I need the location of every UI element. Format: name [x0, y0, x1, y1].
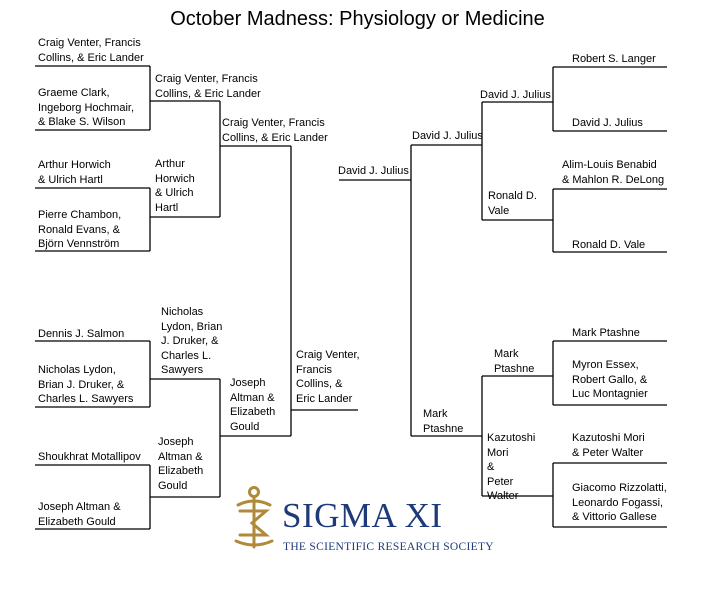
left-r1-entry-3: Arthur Horwich& Ulrich Hartl	[38, 159, 111, 186]
right-r2-entry-1: David J. Julius	[480, 89, 551, 101]
left-r1-entry-4: Pierre Chambon,Ronald Evans, &Björn Venn…	[38, 209, 122, 250]
left-r1-entry-5: Dennis J. Salmon	[38, 328, 125, 340]
right-r1-entry-8: Giacomo Rizzolatti,Leonardo Fogassi,& Vi…	[572, 482, 667, 523]
right-r2-entry-2: Ronald D.Vale	[488, 190, 537, 217]
right-r1-entry-7: Kazutoshi Mori& Peter Walter	[572, 432, 645, 459]
page-title: October Madness: Physiology or Medicine	[170, 8, 545, 30]
right-r1-entry-2: David J. Julius	[572, 117, 643, 129]
left-r1-entry-7: Shoukhrat Motallipov	[38, 451, 141, 463]
right-r1-entry-5: Mark Ptashne	[572, 327, 640, 339]
left-r1-entry-8: Joseph Altman &Elizabeth Gould	[38, 501, 121, 528]
sigma-xi-emblem-icon	[234, 486, 274, 549]
right-r1-entry-4: Ronald D. Vale	[572, 239, 646, 251]
right-r1-entry-3: Alim-Louis Benabid& Mahlon R. DeLong	[562, 159, 665, 186]
left-r1-entry-6: Nicholas Lydon,Brian J. Druker, &Charles…	[38, 364, 134, 405]
left-r1-entry-2: Graeme Clark,Ingeborg Hochmair,& Blake S…	[38, 87, 134, 128]
logo-tagline: THE SCIENTIFIC RESEARCH SOCIETY	[283, 541, 494, 553]
right-r1-entry-1: Robert S. Langer	[572, 53, 656, 65]
right-r1-entry-6: Myron Essex,Robert Gallo, &Luc Montagnie…	[572, 359, 648, 400]
right-r3-entry-1: David J. Julius	[412, 130, 483, 142]
logo-wordmark: SIGMA XI	[282, 496, 443, 535]
right-finalist: David J. Julius	[338, 165, 409, 177]
